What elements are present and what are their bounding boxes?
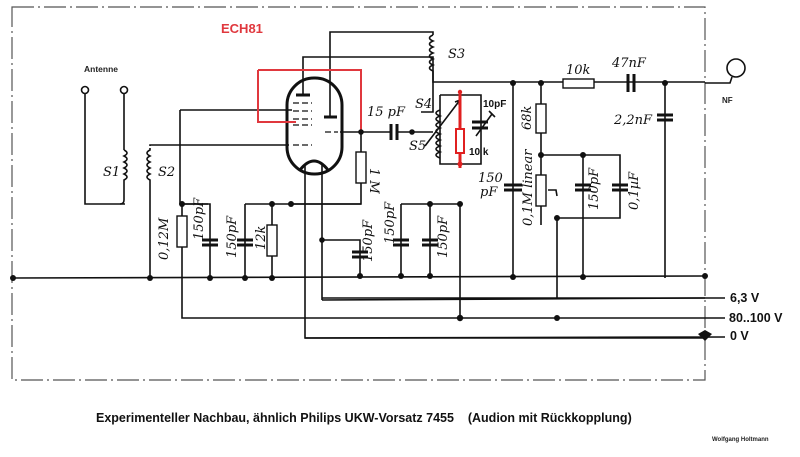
- label-12k: 12k: [254, 225, 269, 250]
- antenna-terminal-2: [119, 85, 129, 95]
- resistor-1m: [355, 151, 367, 184]
- label-150pf-g: 150pF: [587, 167, 602, 210]
- label-s1: S1: [103, 165, 120, 180]
- capacitor-150pf-d: [393, 238, 409, 247]
- rail-6-3v: 6,3 V: [730, 291, 760, 305]
- rail-0v: 0 V: [730, 329, 749, 343]
- label-150-line2: pF: [480, 185, 498, 200]
- caption: Experimenteller Nachbau, ähnlich Philips…: [96, 411, 632, 425]
- capacitor-150pf-a: [202, 238, 218, 247]
- coil-s2: [146, 144, 289, 278]
- capacitor-150pf-b: [237, 238, 253, 247]
- label-150pf-b: 150pF: [225, 215, 240, 258]
- caption-note: (Audion mit Rückkopplung): [467, 411, 632, 425]
- nf-output-terminal: [726, 58, 746, 78]
- label-01uf: 0,1µF: [627, 171, 642, 210]
- label-added-10k: 10 k: [469, 147, 489, 158]
- rail-80-100v: 80..100 V: [729, 311, 783, 325]
- label-s5: S5: [409, 139, 426, 154]
- antenna-terminal-1: [80, 85, 90, 95]
- resistor-012m: [176, 215, 188, 248]
- label-s3: S3: [448, 47, 465, 62]
- label-150pf-e: 150pF: [436, 215, 451, 258]
- label-150pf-c: 150pF: [361, 219, 376, 262]
- label-150-line1: 150: [478, 171, 503, 186]
- label-150pf-d: 150pF: [383, 201, 398, 244]
- capacitor-15pf: [389, 124, 399, 140]
- capacitor-150pf-c: [352, 250, 368, 259]
- capacitor-150pf-f: [504, 183, 522, 192]
- added-resistor-10k: [455, 128, 465, 154]
- resistor-12k: [266, 224, 278, 257]
- antenna-label: Antenne: [84, 64, 118, 74]
- label-15pf: 15 pF: [367, 105, 406, 120]
- label-s4: S4: [415, 97, 432, 112]
- coil-s3: [428, 34, 705, 83]
- capacitor-150pf-g: [575, 183, 591, 192]
- label-68k: 68k: [520, 105, 535, 130]
- resistor-68k: [535, 103, 547, 134]
- label-1m: 1 M: [366, 168, 381, 194]
- capacitor-47nf: [626, 74, 636, 92]
- resistor-10k: [562, 78, 595, 89]
- capacitor-2-2nf: [657, 113, 673, 122]
- feedback-modification: [257, 69, 362, 132]
- coil-s1: [119, 149, 128, 205]
- label-150pf-a: 150pF: [192, 197, 207, 240]
- enclosure-frame: [11, 6, 706, 381]
- capacitor-01uf: [612, 183, 628, 192]
- output-label: NF: [722, 96, 733, 105]
- capacitor-150pf-e: [422, 238, 438, 247]
- label-10pf: 10pF: [483, 99, 506, 110]
- label-s2: S2: [158, 165, 175, 180]
- label-10k: 10k: [566, 63, 591, 78]
- label-01m-linear: 0,1M linear: [521, 149, 536, 226]
- label-2-2nf: 2,2nF: [613, 113, 653, 128]
- tube-ech81: [179, 31, 434, 300]
- label-47nf: 47nF: [611, 56, 647, 71]
- label-012m: 0,12M: [157, 217, 172, 260]
- author: Wolfgang Holtmann: [712, 437, 769, 443]
- potentiometer-01m: [535, 174, 547, 207]
- caption-text: Experimenteller Nachbau, ähnlich Philips…: [96, 411, 454, 425]
- tube-label: ECH81: [221, 21, 263, 36]
